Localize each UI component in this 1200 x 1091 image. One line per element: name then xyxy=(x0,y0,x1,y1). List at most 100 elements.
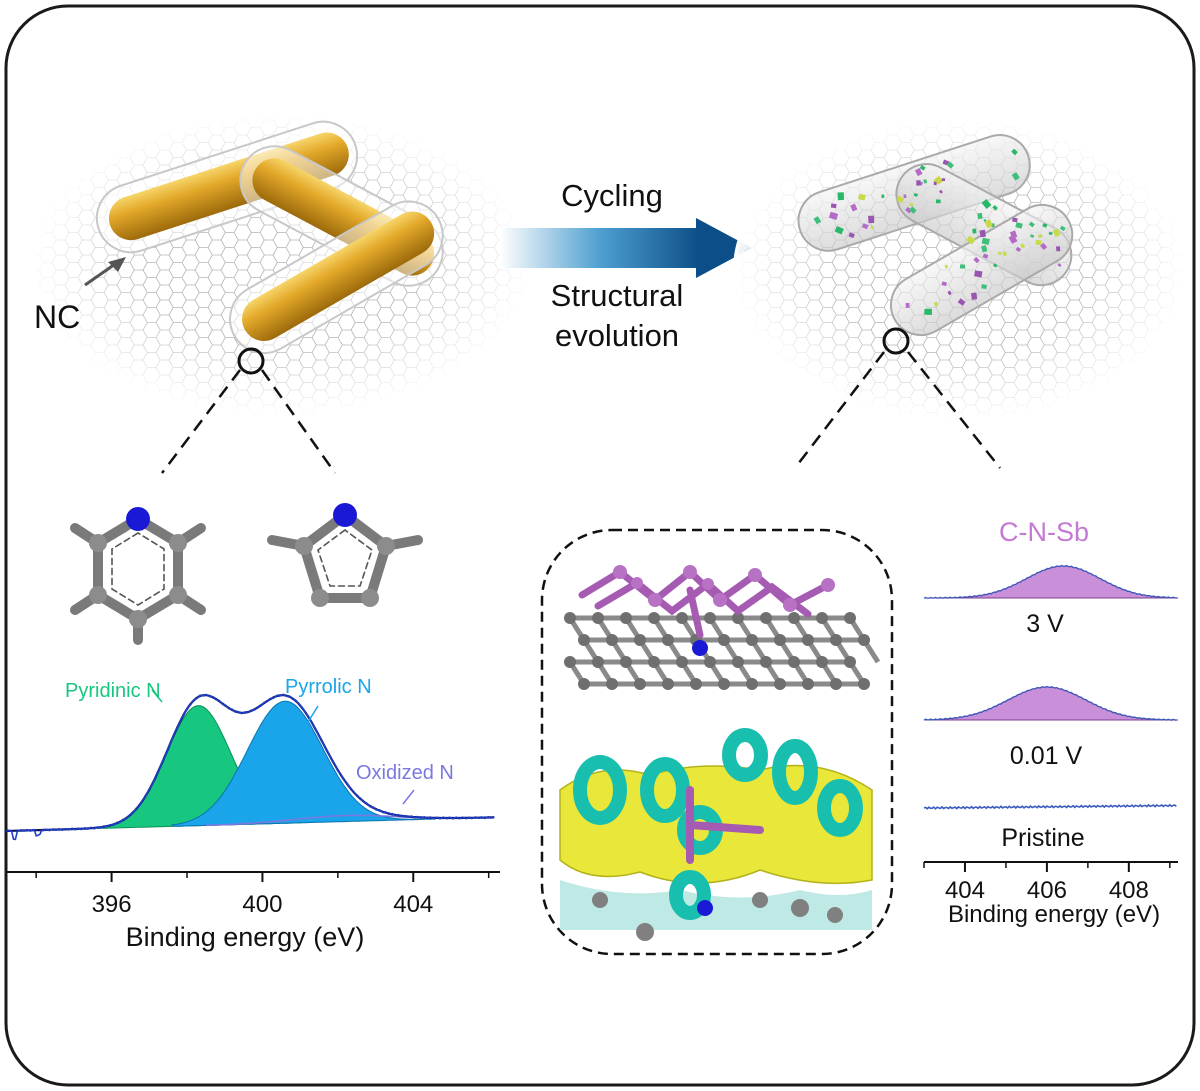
nanoparticle-speck xyxy=(984,219,993,229)
pyrrolic-label: Pyrrolic N xyxy=(285,676,372,698)
nanoparticle-speck xyxy=(858,193,866,201)
nanoparticle-speck xyxy=(939,189,943,194)
nanoparticle-speck xyxy=(926,308,933,315)
nanoparticle-speck xyxy=(1002,251,1007,257)
carbon-atom xyxy=(732,656,744,668)
nanoparticle-speck xyxy=(881,194,885,199)
nanoparticle-speck xyxy=(848,232,855,239)
nc-pointer xyxy=(84,257,126,287)
zoom-line-right-b xyxy=(907,351,1001,469)
carbon-atom xyxy=(592,656,604,668)
nanoparticle-speck xyxy=(905,206,912,214)
carbon-atom xyxy=(592,612,604,624)
nanoparticle-speck xyxy=(1040,242,1048,251)
carbon-atom xyxy=(676,612,688,624)
carbon-atom xyxy=(816,612,828,624)
carbon-atom xyxy=(578,634,590,646)
sb-nanorods-pristine xyxy=(95,120,444,354)
trace-0.01v-label: 0.01 V xyxy=(1010,742,1083,770)
nanoparticle-speck xyxy=(935,199,941,204)
nanoparticle-speck xyxy=(979,229,986,238)
n1s-tick-label: 400 xyxy=(242,891,282,918)
carbon-atom xyxy=(746,634,758,646)
nanoparticle-speck xyxy=(981,198,992,210)
oxidized-label: Oxidized N xyxy=(356,762,454,784)
nanoparticle-speck xyxy=(919,165,926,171)
carbon-atom xyxy=(760,656,772,668)
pyrrolic-ring-model xyxy=(267,503,423,607)
carbon-atom xyxy=(648,656,660,668)
nanoparticle-speck xyxy=(1055,246,1061,252)
carbon-atom xyxy=(732,612,744,624)
evolution-label: evolution xyxy=(555,318,679,353)
nanoparticle-speck xyxy=(982,253,989,259)
nc-label: NC xyxy=(34,299,80,335)
nanoparticle-speck xyxy=(834,225,844,235)
trace-0.01v-line xyxy=(923,685,1177,721)
n1s-xlabel: Binding energy (eV) xyxy=(126,922,365,952)
dft-model-panel xyxy=(540,528,894,956)
nanoparticle-speck xyxy=(1012,217,1018,223)
carbon-atom xyxy=(648,612,660,624)
carbon-atom xyxy=(564,612,576,624)
nanoparticle-speck xyxy=(916,180,921,186)
nanoparticle-speck xyxy=(1015,246,1022,253)
zoom-circle-left xyxy=(237,347,265,375)
cycling-arrow xyxy=(500,218,752,278)
carbon-atom xyxy=(830,634,842,646)
cnsb-tick-label: 404 xyxy=(945,877,985,904)
carbon-atom xyxy=(620,612,632,624)
nanoparticle-speck xyxy=(966,235,976,245)
carbon-atom xyxy=(690,678,702,690)
nanoparticle-speck xyxy=(1030,234,1035,238)
carbon-atom xyxy=(606,634,618,646)
nanoparticle-speck xyxy=(977,212,983,220)
nanoparticle-speck xyxy=(913,192,919,197)
carbon-atom xyxy=(858,678,870,690)
nanoparticle-speck xyxy=(946,161,955,169)
nanoparticle-speck xyxy=(959,264,966,269)
nanoparticle-speck xyxy=(1011,172,1020,181)
carbon-atom xyxy=(816,656,828,668)
carbon-atom xyxy=(802,678,814,690)
nanoparticle-speck xyxy=(992,204,998,211)
cnsb-tick-label: 408 xyxy=(1109,877,1149,904)
nanoparticle-speck xyxy=(1015,222,1023,229)
raw-data-line xyxy=(5,693,495,841)
cycling-label: Cycling xyxy=(561,178,663,213)
cnsb-tick-label: 406 xyxy=(1027,877,1067,904)
carbon-atom xyxy=(620,656,632,668)
nanoparticle-speck xyxy=(1052,228,1061,238)
sb-atoms xyxy=(613,565,835,612)
carbon-atom xyxy=(788,612,800,624)
carbon-atom xyxy=(606,678,618,690)
carbon-atom xyxy=(788,656,800,668)
nanoparticle-speck xyxy=(1059,225,1066,232)
trace-pristine-line xyxy=(923,803,1177,810)
cnsb-xlabel: Binding energy (eV) xyxy=(948,901,1160,928)
carbon-atom xyxy=(774,678,786,690)
nanoparticle-speck xyxy=(957,298,966,306)
carbon-atom xyxy=(704,656,716,668)
nanoparticle-speck xyxy=(861,223,869,230)
carbon-atom xyxy=(802,634,814,646)
cycled-rods xyxy=(797,134,1074,336)
nanoparticle-speck xyxy=(981,245,988,253)
carbon-atom xyxy=(564,656,576,668)
structural-label: Structural xyxy=(551,278,684,313)
zoom-line-left-b xyxy=(260,369,337,474)
carbon-atom xyxy=(844,656,856,668)
nanoparticle-speck xyxy=(1011,148,1018,156)
zoom-line-right-a xyxy=(794,351,885,469)
carbon-atom xyxy=(718,634,730,646)
carbon-atom xyxy=(704,612,716,624)
trace-pristine-label: Pristine xyxy=(1001,824,1084,852)
pyridinic-ring-model xyxy=(70,507,206,645)
nanoparticle-speck xyxy=(828,211,839,220)
nanoparticle-speck xyxy=(923,179,928,184)
charge-density-model xyxy=(559,728,873,941)
nanoparticle-speck xyxy=(903,194,907,199)
